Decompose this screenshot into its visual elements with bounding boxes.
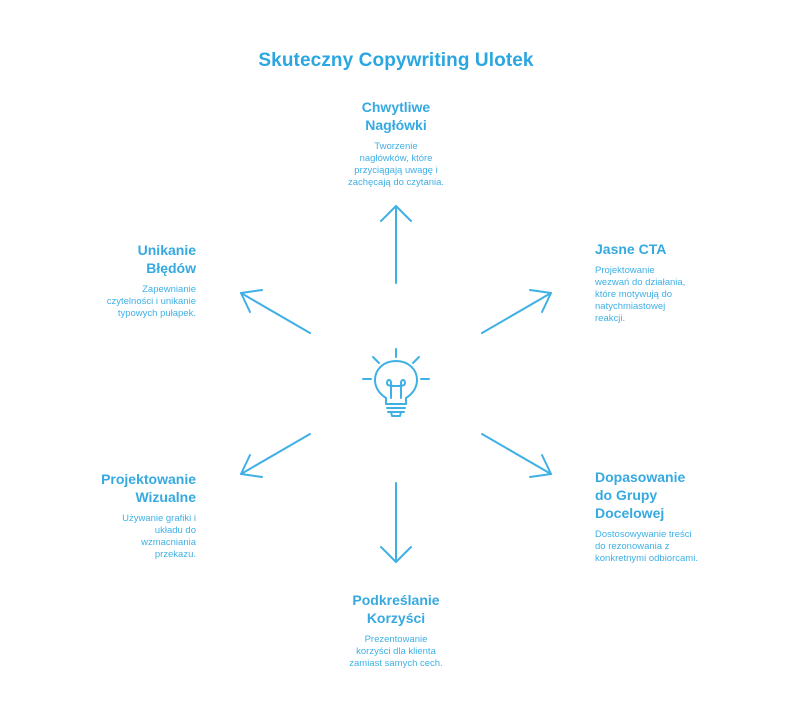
desc-line: wezwań do działania, — [595, 277, 686, 288]
desc-line: czytelności i unikanie — [106, 296, 196, 307]
node-catchy-headlines: Chwytliwe Nagłówki Tworzenie nagłówków, … — [331, 98, 461, 189]
desc-line: typowych pułapek. — [117, 308, 196, 319]
node-description: Tworzenie nagłówków, które przyciągają u… — [331, 141, 461, 189]
heading-line: Jasne CTA — [595, 241, 667, 257]
node-heading: Dopasowanie do Grupy Docelowej — [595, 468, 735, 522]
heading-line: Dopasowanie — [595, 469, 686, 485]
desc-line: przyciągają uwagę i — [354, 165, 438, 176]
arrow-upper-left — [240, 289, 311, 334]
heading-line: Docelowej — [595, 505, 665, 521]
arrow-lower-left — [240, 433, 311, 478]
desc-line: natychmiastowej — [595, 301, 666, 312]
node-heading: Unikanie Błędów — [68, 241, 196, 277]
desc-line: Używanie grafiki i — [122, 513, 196, 524]
node-description: Używanie grafiki i układu do wzmacniania… — [68, 513, 196, 561]
heading-line: Podkreślanie — [352, 592, 440, 608]
heading-line: Unikanie — [137, 242, 196, 258]
desc-line: nagłówków, które — [359, 153, 433, 164]
lightbulb-icon — [362, 348, 430, 417]
heading-line: Nagłówki — [365, 117, 427, 133]
node-description: Prezentowanie korzyści dla klienta zamia… — [326, 634, 466, 670]
arrow-lower-right — [481, 433, 552, 478]
node-avoiding-mistakes: Unikanie Błędów Zapewnianie czytelności … — [68, 241, 196, 320]
diagram-title: Skuteczny Copywriting Ulotek — [258, 50, 534, 71]
arrow-bottom — [380, 482, 412, 563]
desc-line: zamiast samych cech. — [349, 658, 443, 669]
desc-line: Tworzenie — [374, 141, 418, 152]
node-heading: Jasne CTA — [595, 240, 715, 258]
heading-line: Korzyści — [366, 610, 426, 626]
desc-line: Projektowanie — [595, 265, 655, 276]
node-clear-cta: Jasne CTA Projektowanie wezwań do działa… — [595, 240, 715, 325]
desc-line: do rezonowania z — [595, 541, 670, 552]
node-description: Zapewnianie czytelności i unikanie typow… — [68, 284, 196, 320]
node-heading: Chwytliwe Nagłówki — [331, 98, 461, 134]
heading-line: Błędów — [146, 260, 196, 276]
node-highlighting-benefits: Podkreślanie Korzyści Prezentowanie korz… — [326, 591, 466, 670]
desc-line: które motywują do — [595, 289, 673, 300]
node-heading: Projektowanie Wizualne — [68, 470, 196, 506]
heading-line: Wizualne — [135, 489, 196, 505]
desc-line: Dostosowywanie treści — [595, 529, 692, 540]
desc-line: układu do — [154, 525, 196, 536]
heading-line: Chwytliwe — [361, 99, 431, 115]
arrow-top — [380, 205, 412, 284]
node-visual-design: Projektowanie Wizualne Używanie grafiki … — [68, 470, 196, 561]
desc-line: Zapewnianie — [142, 284, 196, 295]
desc-line: wzmacniania — [141, 537, 196, 548]
node-description: Dostosowywanie treści do rezonowania z k… — [595, 529, 735, 565]
desc-line: przekazu. — [154, 549, 196, 560]
arrow-upper-right — [481, 289, 552, 334]
desc-line: korzyści dla klienta — [356, 646, 436, 657]
node-target-audience: Dopasowanie do Grupy Docelowej Dostosowy… — [595, 468, 735, 565]
desc-line: Prezentowanie — [364, 634, 428, 645]
desc-line: reakcji. — [595, 313, 626, 324]
heading-line: do Grupy — [595, 487, 658, 503]
desc-line: konkretnymi odbiorcami. — [595, 553, 698, 564]
desc-line: zachęcają do czytania. — [347, 177, 445, 188]
node-heading: Podkreślanie Korzyści — [326, 591, 466, 627]
node-description: Projektowanie wezwań do działania, które… — [595, 265, 715, 325]
heading-line: Projektowanie — [101, 471, 196, 487]
